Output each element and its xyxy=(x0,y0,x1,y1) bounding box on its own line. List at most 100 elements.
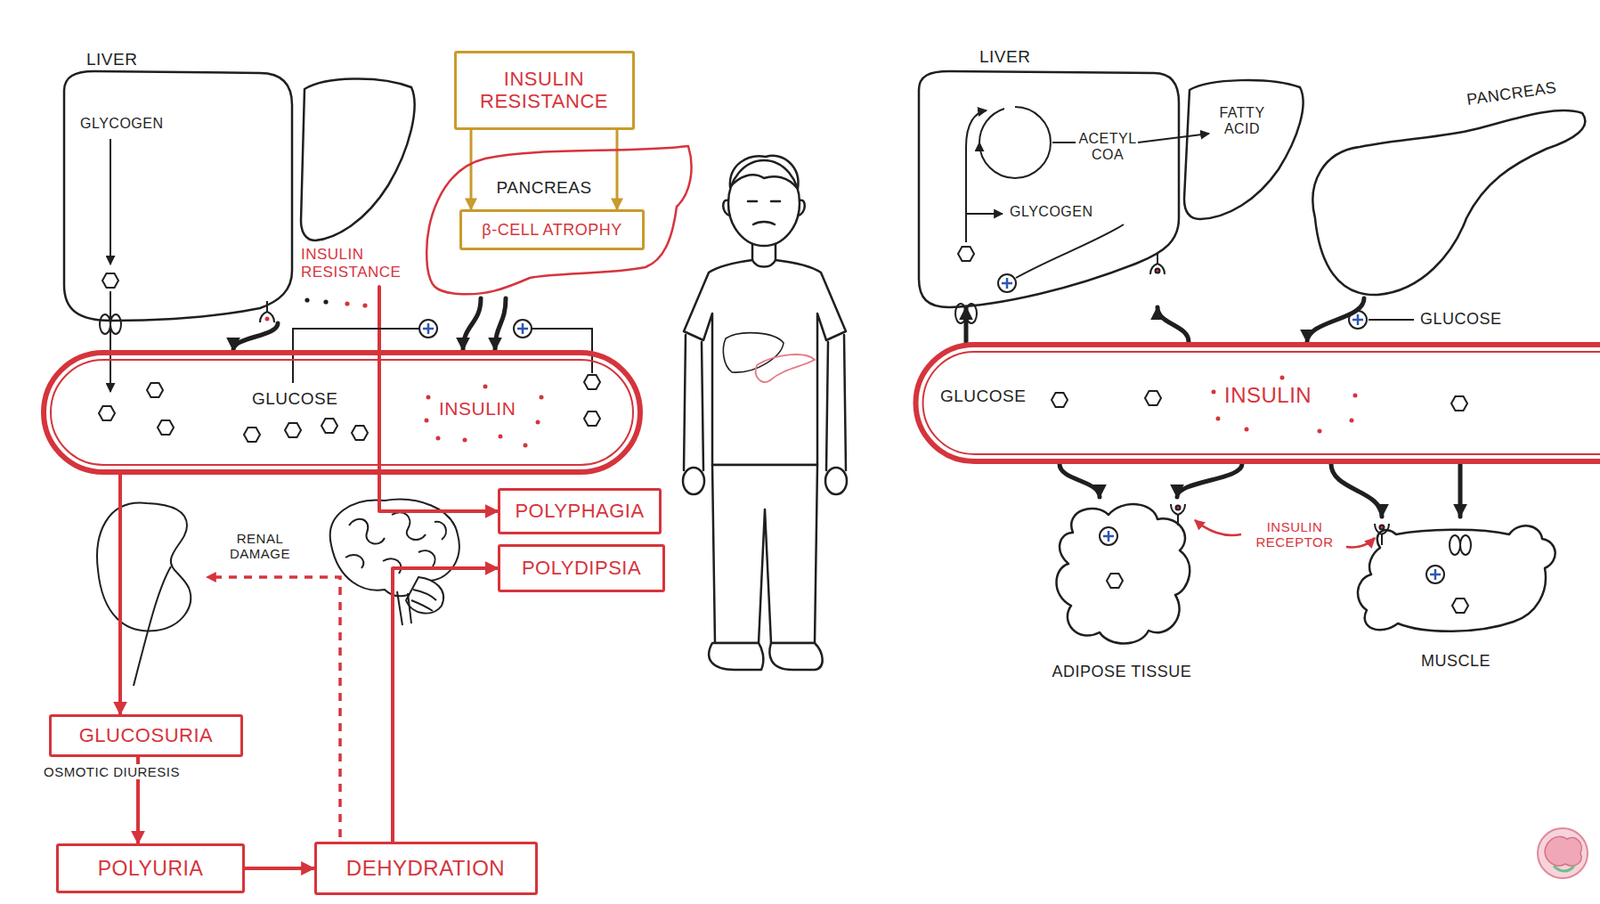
patient-figure xyxy=(682,467,705,495)
blood-vessel-shape xyxy=(50,359,634,465)
flow-arrow xyxy=(462,298,481,350)
box-text: GLUCOSURIA xyxy=(79,723,213,747)
flow-arrow xyxy=(244,866,315,870)
glycogen-breakdown xyxy=(109,291,112,392)
adipose-cell-shape xyxy=(1046,496,1198,689)
edge-label: OSMOTIC DIURESIS xyxy=(40,763,183,780)
blood-vessel: GLUCOSEINSULIN xyxy=(913,341,1600,464)
receptor-pointer xyxy=(1346,537,1375,548)
patient-figure xyxy=(712,464,818,643)
glucose-stimulus xyxy=(292,328,420,383)
glucose-stimulus xyxy=(419,319,438,338)
flow-arrow xyxy=(495,298,506,350)
glucose-molecules xyxy=(1145,390,1162,406)
shape-text: FATTY ACID xyxy=(1208,105,1276,139)
flow-arrow xyxy=(462,298,506,350)
adipose-cell: ADIPOSE TISSUE xyxy=(1046,496,1198,689)
insulin-dots xyxy=(523,443,528,448)
glycogen-breakdown xyxy=(109,138,112,265)
channel-logo xyxy=(1537,828,1588,878)
liver-outline-shape xyxy=(1184,80,1304,220)
insulin-dots xyxy=(483,384,488,390)
glucose-molecules xyxy=(1051,392,1068,407)
liver-outline: LIVERGLYCOGEN xyxy=(58,51,417,324)
symptom-box: GLUCOSURIA xyxy=(48,714,244,757)
flow-arrow xyxy=(120,474,122,715)
shape-text: ACETYL COA xyxy=(1073,130,1142,164)
insulin-dots xyxy=(462,438,468,443)
patient-figure xyxy=(747,200,780,204)
patient-figure xyxy=(752,243,776,260)
box-text: INSULIN RESISTANCE xyxy=(467,67,622,114)
patient-figure xyxy=(682,155,847,670)
patient-figure xyxy=(722,332,784,373)
resistance-line xyxy=(377,286,382,475)
pancreas-outline-shape xyxy=(1312,110,1585,295)
insulin-dots xyxy=(426,395,431,400)
brain xyxy=(345,511,447,574)
flow-arrow xyxy=(616,129,619,211)
organ-name: LIVER xyxy=(979,47,1031,67)
lipogenesis-pathway xyxy=(1015,224,1124,278)
shape-text: GLUCOSE xyxy=(940,386,1026,407)
liver-receptor xyxy=(304,297,309,302)
flow-arrow xyxy=(964,307,969,342)
insulin-dots xyxy=(436,436,441,441)
muscle-interior xyxy=(1426,565,1445,584)
flow-arrow xyxy=(244,868,315,870)
shape-text: GLYCOGEN xyxy=(80,115,164,132)
resistance-line xyxy=(379,286,381,475)
kidney xyxy=(97,503,191,632)
muscle-cell-shape xyxy=(1357,525,1556,631)
flow-arrow xyxy=(1458,463,1463,517)
adipose-interior xyxy=(1170,503,1186,526)
brain xyxy=(397,589,437,626)
shape-text: INSULIN xyxy=(438,397,516,420)
box-text: DEHYDRATION xyxy=(346,855,505,881)
lipogenesis-pathway xyxy=(966,212,1003,215)
lipogenesis-pathway xyxy=(1137,133,1210,143)
pancreas-outline-shape xyxy=(426,146,691,294)
insulin-dots xyxy=(498,434,504,439)
patient-figure xyxy=(755,354,815,382)
flow-arrow xyxy=(1307,298,1365,342)
glycogen-breakdown xyxy=(99,314,122,334)
muscle-interior xyxy=(1449,535,1471,555)
kidney xyxy=(97,503,191,686)
flow-arrow xyxy=(1177,463,1243,497)
shape-text: GLUCOSE xyxy=(251,389,338,409)
insulin-dots xyxy=(1349,418,1355,423)
flow-arrow xyxy=(233,323,278,350)
glucose-sensor xyxy=(1348,310,1414,329)
lipogenesis-pathway xyxy=(958,246,975,261)
lipogenesis-pathway xyxy=(998,274,1016,293)
muscle-interior xyxy=(1374,523,1471,613)
flow-arrow xyxy=(1460,463,1462,517)
glucose-sensor xyxy=(1368,318,1414,321)
kidney xyxy=(133,566,171,686)
liver-receptor xyxy=(362,302,367,308)
flow-arrow xyxy=(1177,463,1243,497)
cause-box: INSULIN RESISTANCE xyxy=(454,50,635,130)
lipogenesis-pathway xyxy=(979,108,1005,143)
flow-arrow xyxy=(118,474,122,715)
flow-arrow xyxy=(470,129,473,211)
insulin-dots xyxy=(536,420,541,425)
renal-damage-line xyxy=(206,576,341,837)
blood-vessel-shape xyxy=(916,344,1600,462)
glucose-molecules xyxy=(321,418,338,433)
liver-receptor xyxy=(344,300,350,306)
pancreas-outline-shape xyxy=(1306,84,1592,299)
glucose-molecules xyxy=(157,420,174,435)
patient-figure xyxy=(728,160,800,246)
insulin-dots xyxy=(1317,429,1323,434)
symptom-box: POLYURIA xyxy=(56,843,245,894)
liver-outline-shape xyxy=(64,71,293,321)
brain xyxy=(330,499,460,597)
shape-text: ADIPOSE TISSUE xyxy=(1052,662,1193,682)
patient-figure xyxy=(730,155,799,189)
flow-arrow xyxy=(966,307,967,342)
adipose-interior xyxy=(1099,503,1186,588)
